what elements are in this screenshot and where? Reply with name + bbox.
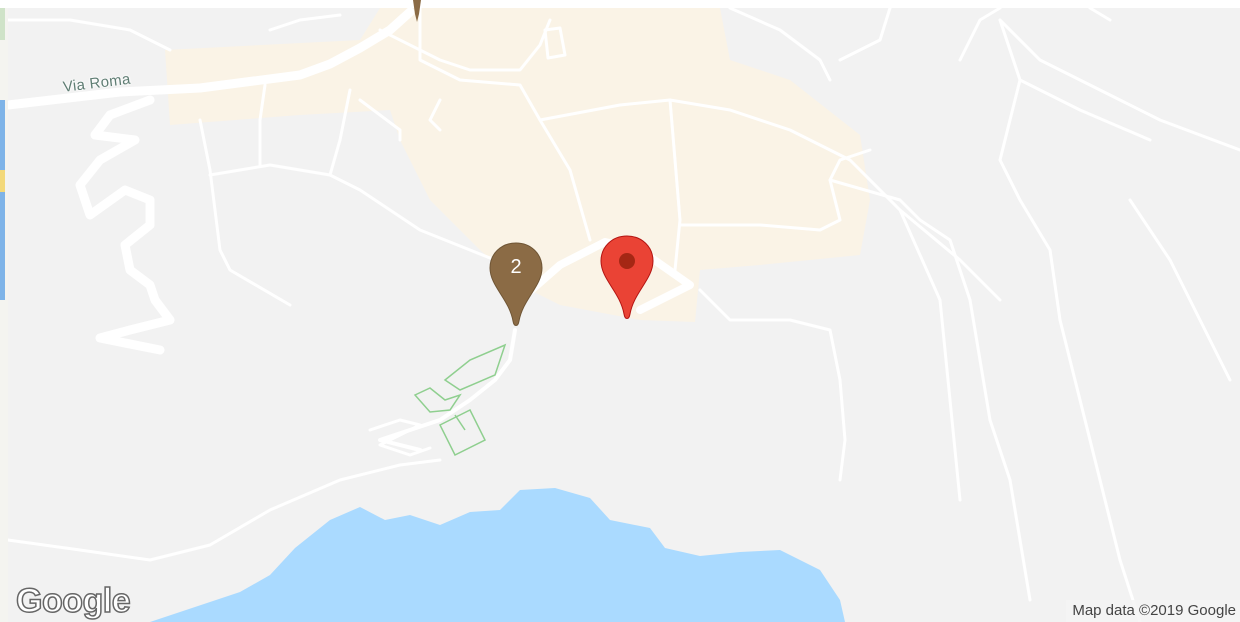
adjacent-map-tile-edge: [0, 0, 8, 622]
google-logo[interactable]: Google: [15, 581, 131, 621]
cluster-marker[interactable]: 2: [489, 241, 545, 329]
cluster-count: 2: [510, 256, 522, 278]
water-body: [150, 488, 845, 622]
selected-location-marker[interactable]: [600, 234, 656, 322]
edge-marker[interactable]: [410, 0, 424, 24]
marker-pin-icon: [413, 0, 421, 22]
urban-area: [165, 8, 870, 322]
map-pin-icon: [600, 235, 654, 319]
map-attribution: Map data ©2019 Google: [1066, 600, 1240, 622]
map-top-border: [0, 0, 1240, 8]
road-network: [3, 6, 1240, 622]
cluster-pin-icon: [489, 242, 543, 326]
park-outlines: [413, 343, 507, 457]
